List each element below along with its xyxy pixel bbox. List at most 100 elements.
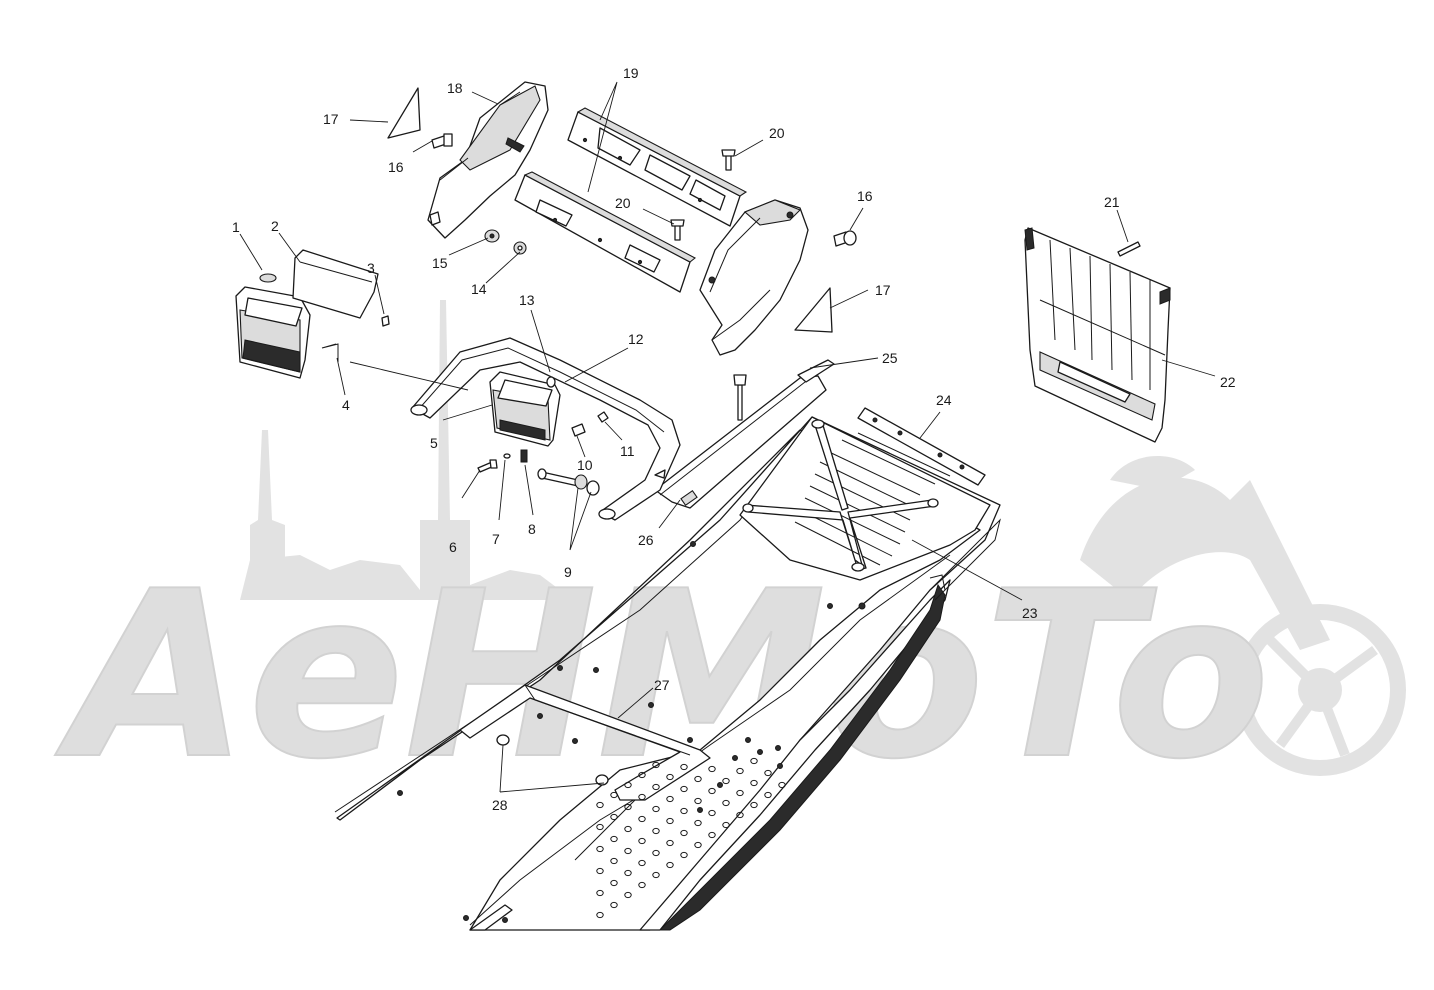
perforation-hole [708, 831, 716, 839]
perforation-hole [652, 849, 660, 857]
tunnel-assembly [334, 416, 1001, 931]
part-taillight-assembly [235, 249, 390, 379]
tunnel-holes [397, 541, 866, 923]
perforation-hole [638, 815, 646, 823]
perforation-hole [666, 795, 674, 803]
callout-22: 22 [1220, 374, 1236, 390]
perforation-hole [624, 891, 632, 899]
perforation-hole [750, 779, 758, 787]
callout-7: 7 [492, 531, 500, 547]
perforation-hole [708, 787, 716, 795]
track-edge-strip [658, 583, 946, 931]
callout-11: 11 [620, 443, 635, 459]
callout-23: 23 [1022, 605, 1038, 621]
perforation-hole [610, 813, 618, 821]
part-3-screw [381, 315, 390, 327]
part-16-side-cover-right [699, 199, 809, 356]
perforation-hole [680, 851, 688, 859]
perforation-hole [596, 911, 604, 919]
perforation-hole [624, 847, 632, 855]
perforation-hole [666, 839, 674, 847]
perforation-hole [666, 861, 674, 869]
callout-28: 28 [492, 797, 508, 813]
callout-9: 9 [564, 564, 572, 580]
part-18-side-cover [427, 81, 549, 239]
callout-labels: 1 2 3 4 5 6 7 8 9 10 11 12 13 14 15 16 1… [232, 65, 1236, 813]
perforation-hole [722, 777, 730, 785]
perforation-hole [638, 771, 646, 779]
perforation-hole [610, 879, 618, 887]
perforation-hole [638, 859, 646, 867]
callout-15: 15 [432, 255, 448, 271]
part-1-bulb [259, 273, 277, 283]
watermark-wheel [1234, 604, 1406, 776]
callout-12: 12 [628, 331, 644, 347]
callout-19: 19 [623, 65, 639, 81]
callout-8: 8 [528, 521, 536, 537]
perforation-hole [666, 773, 674, 781]
tunnel-top [336, 416, 1001, 931]
perforation-hole [596, 801, 604, 809]
perforation-hole [666, 817, 674, 825]
perforation-hole [680, 829, 688, 837]
part-4-wire [321, 343, 339, 362]
callout-20-bottom: 20 [615, 195, 631, 211]
perforation-hole [652, 871, 660, 879]
callout-10: 10 [577, 457, 593, 473]
perforation-hole [680, 763, 688, 771]
callout-25: 25 [882, 350, 898, 366]
perforation-hole [596, 867, 604, 875]
perforation-hole [736, 789, 744, 797]
callout-1: 1 [232, 219, 240, 235]
callout-4: 4 [342, 397, 350, 413]
callout-16-right: 16 [857, 188, 873, 204]
perforation-hole [694, 819, 702, 827]
perforation-hole [638, 837, 646, 845]
perforation-hole [596, 845, 604, 853]
perforation-hole [610, 835, 618, 843]
hardware [431, 133, 1141, 496]
watermark-skyline [240, 555, 560, 600]
perforation-hole [624, 825, 632, 833]
watermark-spire [420, 300, 470, 590]
x-brace [742, 419, 939, 572]
callout-18: 18 [447, 80, 463, 96]
perforation-hole [764, 769, 772, 777]
tunnel-side-rail [639, 579, 951, 931]
perforation-hole [778, 781, 786, 789]
part-22-snowflap [1024, 227, 1171, 443]
callout-27: 27 [654, 677, 670, 693]
perforation-hole [652, 827, 660, 835]
callout-24: 24 [936, 392, 952, 408]
perforation-hole [736, 767, 744, 775]
callout-21: 21 [1104, 194, 1120, 210]
callout-17-right: 17 [875, 282, 891, 298]
callout-16-left: 16 [388, 159, 404, 175]
watermark-bike-body [1080, 477, 1330, 650]
perforation-hole [764, 791, 772, 799]
callout-17-left: 17 [323, 111, 339, 127]
perforation-hole [708, 765, 716, 773]
perforation-hole [624, 869, 632, 877]
perforation-hole [652, 761, 660, 769]
perforation-hole [736, 811, 744, 819]
perforation-hole [596, 823, 604, 831]
perforation-hole [638, 793, 646, 801]
part-2-lens [292, 249, 379, 319]
perforation-hole [722, 821, 730, 829]
part-24-plate [857, 407, 986, 486]
perforation-hole [638, 881, 646, 889]
perforation-hole [694, 841, 702, 849]
part-17-reflector-left [387, 87, 421, 139]
perforation-hole [750, 801, 758, 809]
perforation-hole [610, 791, 618, 799]
leader-lines [239, 81, 1216, 793]
perforation-hole [624, 803, 632, 811]
callout-26: 26 [638, 532, 654, 548]
callout-5: 5 [430, 435, 438, 451]
perforation-hole [708, 809, 716, 817]
perforation-hole [722, 799, 730, 807]
perforation-hole [610, 857, 618, 865]
